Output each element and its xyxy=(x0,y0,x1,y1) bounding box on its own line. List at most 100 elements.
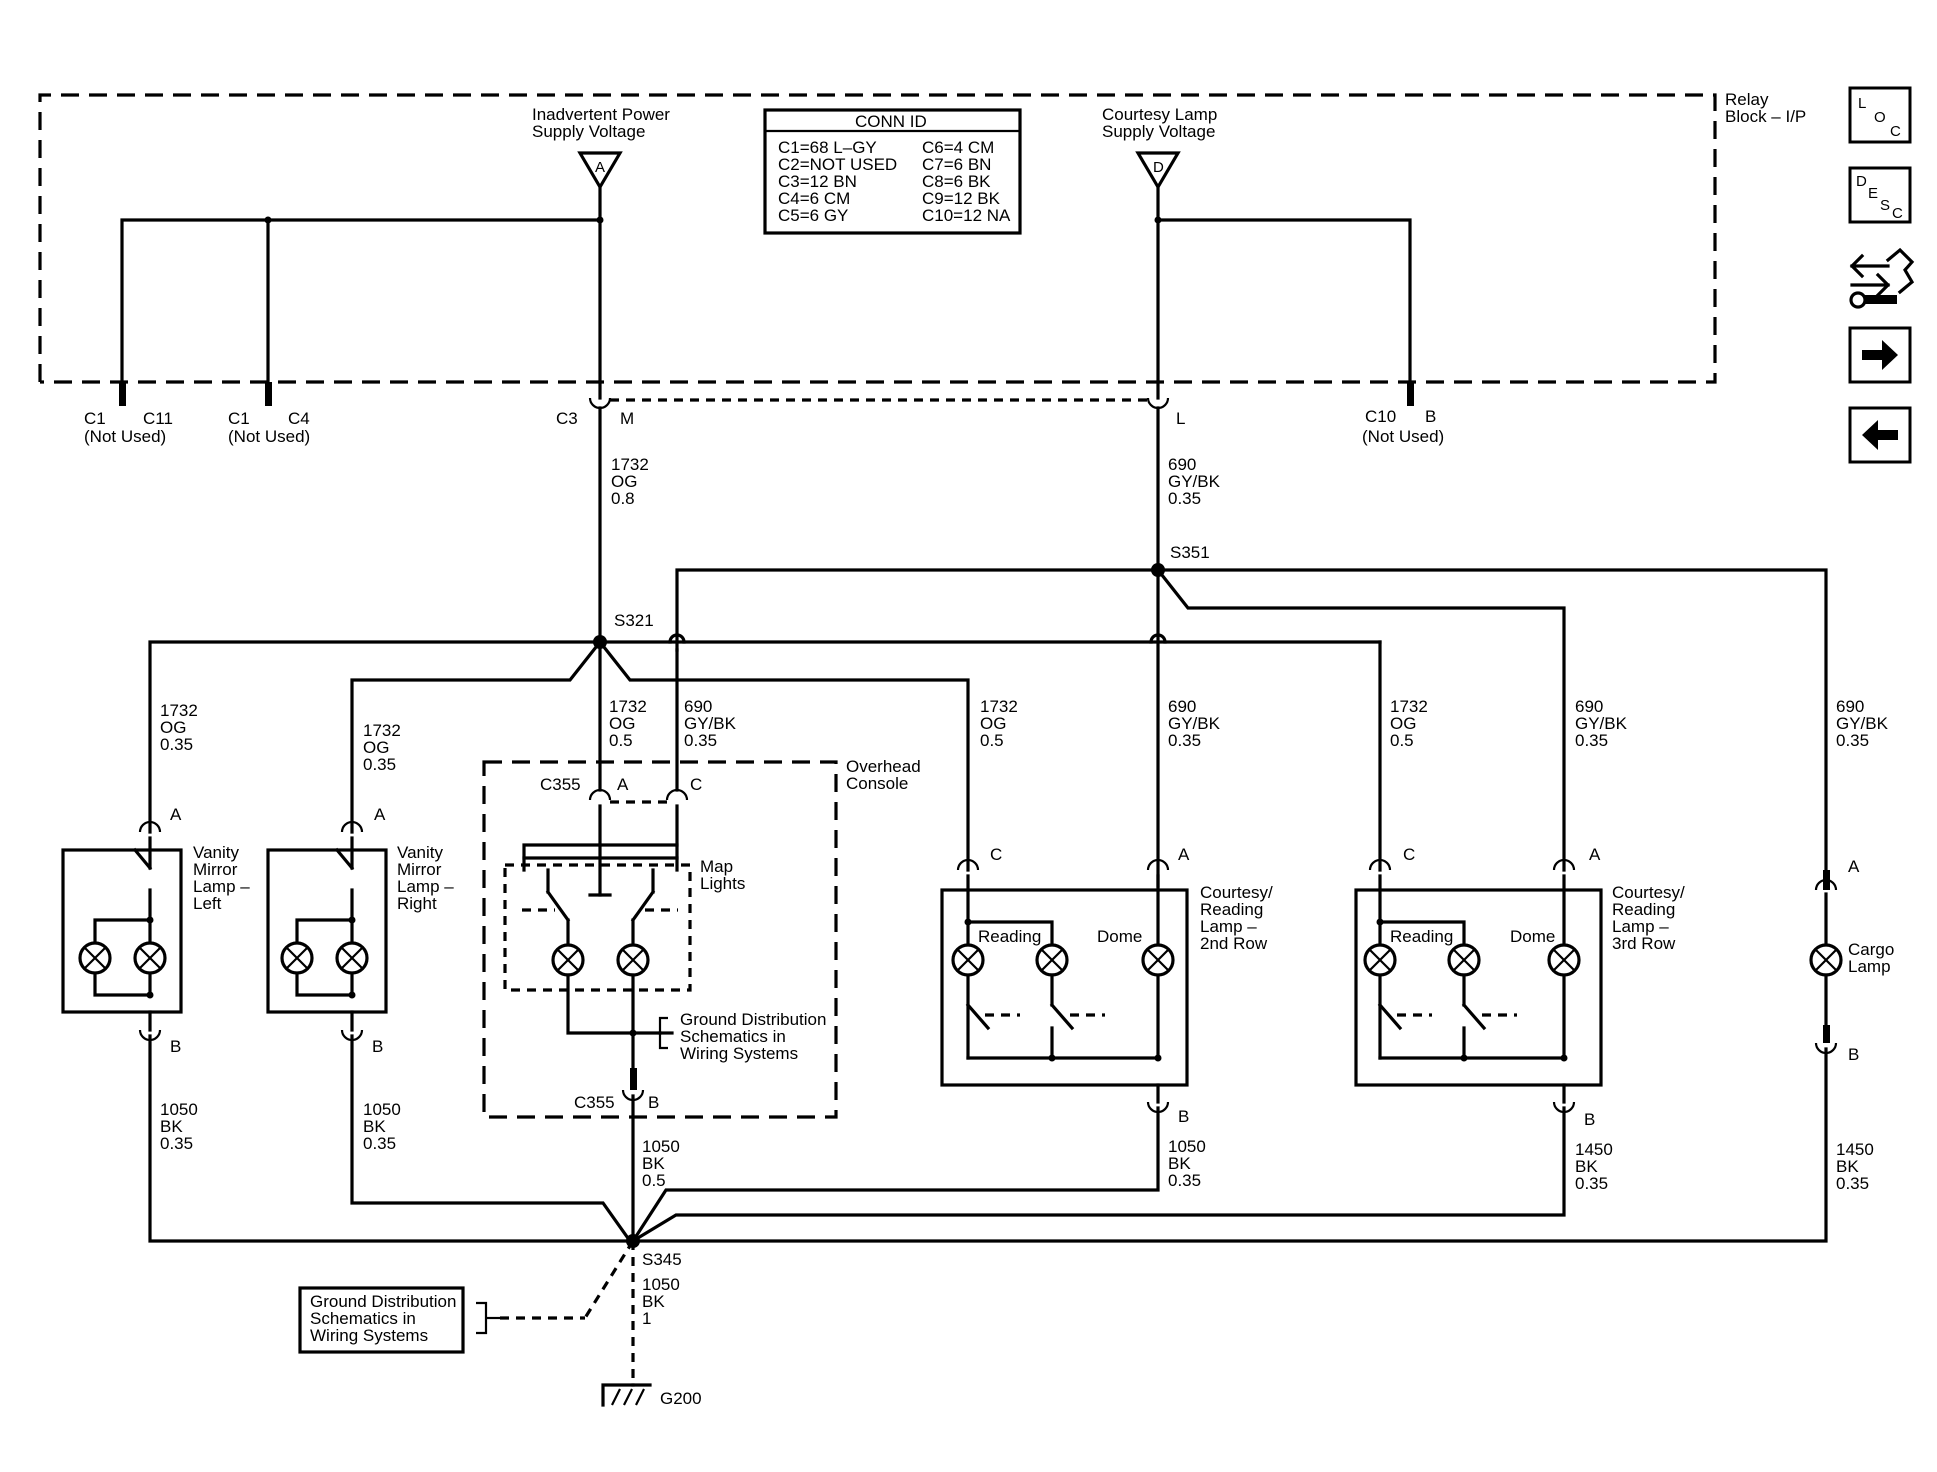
wire-1732-oc-num: 1732 xyxy=(609,697,647,716)
pin-c11: C11 xyxy=(143,409,173,428)
conn-id-left-1: C2=NOT USED xyxy=(778,155,897,174)
vanity-mirror-lamp-right: A B Vanity Mirror Lamp – Right xyxy=(266,805,454,1056)
r2-label-2: Reading xyxy=(1200,900,1263,919)
pin-c10: C10 xyxy=(1365,407,1396,426)
courtesy-lamp-2nd-row: C A Reading Dome B Courtesy/ Reading Lam… xyxy=(940,845,1273,1126)
conn-id-right-4: C10=12 NA xyxy=(922,206,1011,225)
connector-tool-icon[interactable] xyxy=(1849,247,1915,309)
cargo-label-2: Lamp xyxy=(1848,957,1891,976)
wire-690-oc-num: 690 xyxy=(684,697,712,716)
wire-690-oc-gauge: 0.35 xyxy=(684,731,717,750)
arrow-left-icon xyxy=(1862,420,1898,450)
splice-s321-label: S321 xyxy=(614,611,654,630)
conn-id-right-1: C7=6 BN xyxy=(922,155,991,174)
desc-e: E xyxy=(1868,185,1878,202)
wire-1732-oc-gauge: 0.5 xyxy=(609,731,633,750)
wire-1732-oc-color: OG xyxy=(609,714,635,733)
pin-l: L xyxy=(1176,409,1185,428)
vr-pin-a: A xyxy=(374,805,386,824)
relay-block-label-1: Relay xyxy=(1725,90,1769,109)
prev-button[interactable] xyxy=(1848,406,1912,464)
pin-c1-b: C1 xyxy=(228,409,250,428)
loc-c: C xyxy=(1890,123,1901,140)
r2-pin-a: A xyxy=(1178,845,1190,864)
oc-gnd-2: Schematics in xyxy=(680,1027,786,1046)
wire-1050-r2-color: BK xyxy=(1168,1154,1191,1173)
oc-conn-top: C355 xyxy=(540,775,581,794)
wire-1450-r3-num: 1450 xyxy=(1575,1140,1613,1159)
wire-1732-r2-gauge: 0.5 xyxy=(980,731,1004,750)
gnd-ref-2: Schematics in xyxy=(310,1309,416,1328)
vr-label-4: Right xyxy=(397,894,437,913)
wire-690-cargo-color: GY/BK xyxy=(1836,714,1889,733)
vl-label-1: Vanity xyxy=(193,843,239,862)
relay-pin-labels: C1 C11 (Not Used) C1 C4 (Not Used) C3 M … xyxy=(84,407,1444,446)
ground-reference: Ground Distribution Schematics in Wiring… xyxy=(298,1286,500,1354)
inadvertent-supply-label-2: Supply Voltage xyxy=(532,122,645,141)
relay-block-label-2: Block – I/P xyxy=(1725,107,1806,126)
r2-pin-c: C xyxy=(990,845,1002,864)
vr-pin-b: B xyxy=(372,1037,383,1056)
courtesy-supply-label-1: Courtesy Lamp xyxy=(1102,105,1217,124)
oc-gnd-3: Wiring Systems xyxy=(680,1044,798,1063)
courtesy-lamp-3rd-row: C A Reading Dome B Courtesy/ Reading Lam… xyxy=(1354,845,1685,1129)
wire-1050-r2-num: 1050 xyxy=(1168,1137,1206,1156)
next-button[interactable] xyxy=(1848,326,1912,384)
wire-690-r2-num: 690 xyxy=(1168,697,1196,716)
cargo-label-1: Cargo xyxy=(1848,940,1894,959)
supply-pin-a: A xyxy=(595,159,605,176)
r3-label-3: Lamp – xyxy=(1612,917,1669,936)
courtesy-supply-label-2: Supply Voltage xyxy=(1102,122,1215,141)
gnd-ref-3: Wiring Systems xyxy=(310,1326,428,1345)
wire-690-top-num: 690 xyxy=(1168,455,1196,474)
wire-1732-vr-num: 1732 xyxy=(363,721,401,740)
wire-1050-vr-gauge: 0.35 xyxy=(363,1134,396,1153)
wire-1050-vl-num: 1050 xyxy=(160,1100,198,1119)
oc-label-2: Console xyxy=(846,774,908,793)
oc-map-1: Map xyxy=(700,857,733,876)
vr-label-2: Mirror xyxy=(397,860,442,879)
wire-1050-vl-gauge: 0.35 xyxy=(160,1134,193,1153)
pin-c11-note: (Not Used) xyxy=(84,427,166,446)
r3-dome: Dome xyxy=(1510,927,1555,946)
desc-s: S xyxy=(1880,197,1890,214)
wire-690-r2-color: GY/BK xyxy=(1168,714,1221,733)
wire-1450-r3-color: BK xyxy=(1575,1157,1598,1176)
wire-1050-g-color: BK xyxy=(642,1292,665,1311)
oc-gnd-1: Ground Distribution xyxy=(680,1010,826,1029)
conn-id-title: CONN ID xyxy=(855,112,927,131)
wire-1732-08-color: OG xyxy=(611,472,637,491)
r3-pin-b: B xyxy=(1584,1110,1595,1129)
wire-1732-r3-color: OG xyxy=(1390,714,1416,733)
wire-1732-r3-gauge: 0.5 xyxy=(1390,731,1414,750)
conn-id-right-3: C9=12 BK xyxy=(922,189,1001,208)
r3-label-2: Reading xyxy=(1612,900,1675,919)
wire-1050-vl-color: BK xyxy=(160,1117,183,1136)
loc-button[interactable]: L O C xyxy=(1848,86,1912,144)
wire-1732-r2-color: OG xyxy=(980,714,1006,733)
arrow-right-icon xyxy=(1862,340,1898,370)
splice-s345-label: S345 xyxy=(642,1250,682,1269)
oc-pin-b: B xyxy=(648,1093,659,1112)
desc-d: D xyxy=(1856,173,1867,190)
main-feeds: 1732 OG 0.8 690 GY/BK 0.35 S351 S321 xyxy=(148,406,1828,888)
pin-c10-b: B xyxy=(1425,407,1436,426)
supply-triangle-a xyxy=(577,151,623,191)
wire-690-r3-color: GY/BK xyxy=(1575,714,1628,733)
g200-label: G200 xyxy=(660,1389,702,1408)
loc-o: O xyxy=(1874,109,1886,126)
vl-label-3: Lamp – xyxy=(193,877,250,896)
wire-1050-g-gauge: 1 xyxy=(642,1309,651,1328)
desc-button[interactable]: D E S C xyxy=(1848,166,1912,224)
vl-label-2: Mirror xyxy=(193,860,238,879)
ground-wires: S345 1050 BK 0.35 1050 BK 0.35 1050 BK 0… xyxy=(148,1034,1874,1385)
wire-690-top-gauge: 0.35 xyxy=(1168,489,1201,508)
r2-reading: Reading xyxy=(978,927,1041,946)
wire-1450-cargo-color: BK xyxy=(1836,1157,1859,1176)
conn-id-right-0: C6=4 CM xyxy=(922,138,994,157)
vl-pin-b: B xyxy=(170,1037,181,1056)
conn-id-left-3: C4=6 CM xyxy=(778,189,850,208)
ground-g200: G200 xyxy=(601,1383,702,1408)
